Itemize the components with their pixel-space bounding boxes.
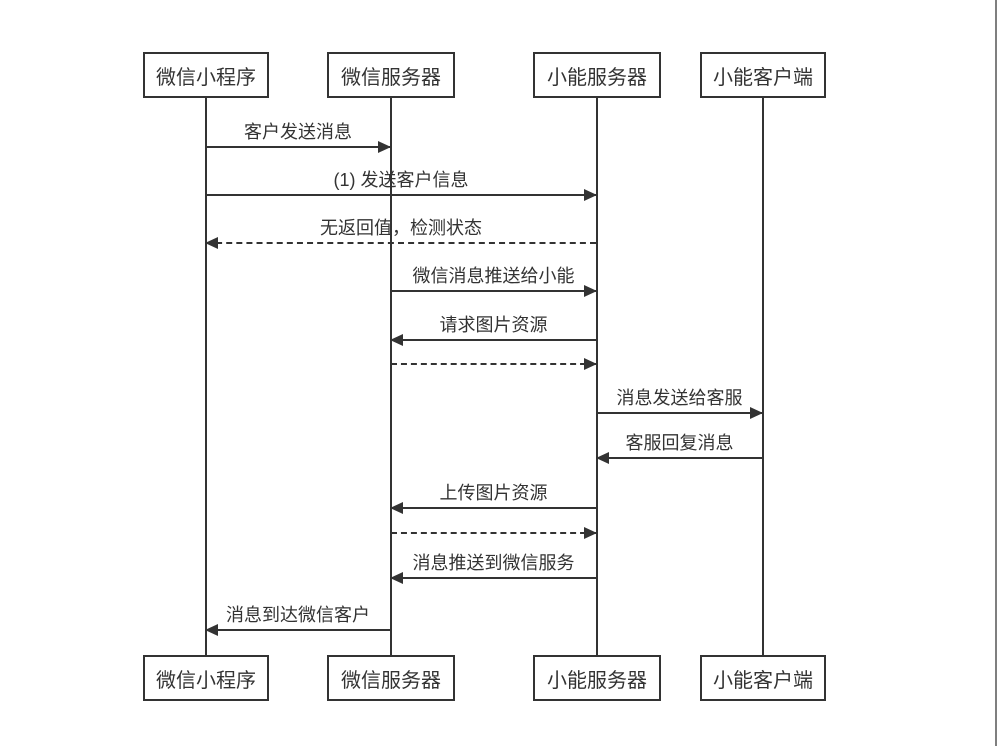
arrowhead-right	[584, 285, 597, 297]
arrowhead-right	[584, 527, 597, 539]
page-edge-line	[995, 0, 997, 746]
message-push-to-wechat-service: 消息推送到微信服务	[390, 552, 596, 584]
actor-box-bottom-wechat-miniprogram: 微信小程序	[143, 655, 269, 701]
arrowhead-left	[596, 452, 609, 464]
message-line	[391, 339, 596, 341]
message-label: 消息到达微信客户	[226, 605, 370, 625]
message-no-return-check-status: 无返回值，检测状态	[205, 217, 596, 249]
arrowhead-left	[205, 624, 218, 636]
arrowhead-right	[584, 358, 597, 370]
message-agent-reply: 客服回复消息	[596, 432, 762, 464]
message-line	[597, 457, 762, 459]
message-line	[206, 146, 390, 148]
actor-box-top-wechat-server: 微信服务器	[327, 52, 455, 98]
message-send-to-agent: 消息发送给客服	[597, 387, 763, 419]
arrowhead-right	[750, 407, 763, 419]
lifeline-wechat-server	[390, 98, 392, 657]
actor-box-top-xiaoneng-server: 小能服务器	[533, 52, 661, 98]
message-send-customer-info: (1) 发送客户信息	[206, 169, 597, 201]
message-line-dashed	[391, 532, 596, 534]
arrowhead-left	[205, 237, 218, 249]
lifeline-xiaoneng-client	[762, 98, 764, 657]
message-line	[391, 577, 596, 579]
message-label: (1) 发送客户信息	[333, 170, 469, 190]
message-label: 请求图片资源	[439, 315, 548, 335]
message-label: 消息推送到微信服务	[412, 553, 575, 573]
message-label: 微信消息推送给小能	[412, 266, 575, 286]
message-label: 客服回复消息	[625, 433, 734, 453]
actor-label: 微信服务器	[341, 669, 441, 692]
actor-label: 微信服务器	[341, 66, 441, 89]
message-upload-image-resource: 上传图片资源	[390, 482, 596, 514]
message-dashed-return-2	[391, 507, 597, 539]
lifeline-wechat-miniprogram	[205, 98, 207, 657]
arrowhead-left	[390, 572, 403, 584]
actor-label: 小能客户端	[713, 66, 813, 89]
actor-box-bottom-wechat-server: 微信服务器	[327, 655, 455, 701]
message-line	[391, 507, 596, 509]
message-reach-wechat-customer: 消息到达微信客户	[205, 604, 390, 636]
message-customer-sends: 客户发送消息	[206, 121, 391, 153]
message-line	[206, 629, 390, 631]
actor-label: 微信小程序	[156, 669, 256, 692]
actor-box-bottom-xiaoneng-server: 小能服务器	[533, 655, 661, 701]
actor-box-top-xiaoneng-client: 小能客户端	[700, 52, 826, 98]
message-wechat-push-to-xiaoneng: 微信消息推送给小能	[391, 265, 597, 297]
message-line	[391, 290, 596, 292]
actor-box-bottom-xiaoneng-client: 小能客户端	[700, 655, 826, 701]
message-label: 客户发送消息	[244, 122, 352, 142]
actor-box-top-wechat-miniprogram: 微信小程序	[143, 52, 269, 98]
message-line	[206, 194, 596, 196]
arrowhead-left	[390, 502, 403, 514]
actor-label: 微信小程序	[156, 66, 256, 89]
lifeline-xiaoneng-server	[596, 98, 598, 657]
actor-label: 小能服务器	[547, 66, 647, 89]
actor-label: 小能服务器	[547, 669, 647, 692]
message-line	[597, 412, 762, 414]
arrowhead-right	[584, 189, 597, 201]
message-line-dashed	[206, 242, 596, 244]
actor-label: 小能客户端	[713, 669, 813, 692]
message-request-image-resource: 请求图片资源	[390, 314, 596, 346]
message-label: 上传图片资源	[439, 483, 548, 503]
arrowhead-left	[390, 334, 403, 346]
arrowhead-right	[378, 141, 391, 153]
message-line-dashed	[391, 363, 596, 365]
message-label: 消息发送给客服	[616, 388, 743, 408]
message-label: 无返回值，检测状态	[320, 218, 482, 238]
message-dashed-return-1	[391, 338, 597, 370]
